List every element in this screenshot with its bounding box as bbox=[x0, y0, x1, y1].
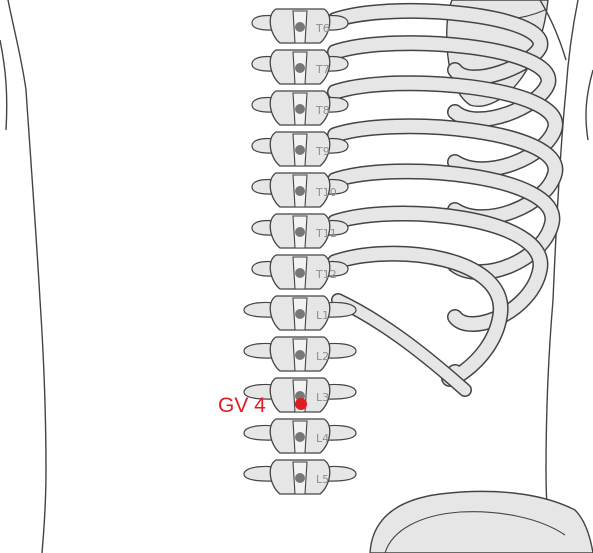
vertebra-label: T7 bbox=[315, 63, 330, 76]
vertebra-marker bbox=[295, 145, 305, 155]
vertebra-marker bbox=[295, 350, 305, 360]
vertebra-marker bbox=[295, 22, 305, 32]
vertebra-l5: L5 bbox=[244, 460, 356, 494]
vertebra-marker bbox=[295, 268, 305, 278]
vertebra-label: T9 bbox=[315, 145, 330, 158]
vertebra-label: L4 bbox=[316, 432, 329, 445]
vertebra-l4: L4 bbox=[244, 419, 356, 453]
vertebra-label: T11 bbox=[315, 227, 337, 240]
vertebra-l2: L2 bbox=[244, 337, 356, 371]
floating-rib bbox=[338, 300, 465, 390]
iliac-crest bbox=[370, 491, 593, 553]
vertebra-marker bbox=[295, 186, 305, 196]
vertebra-marker bbox=[295, 309, 305, 319]
vertebra-label: L5 bbox=[316, 473, 329, 486]
vertebra-label: L1 bbox=[316, 309, 329, 322]
vertebra-label: L2 bbox=[316, 350, 329, 363]
vertebra-label: T12 bbox=[315, 268, 337, 281]
rib-cage bbox=[335, 11, 555, 390]
vertebra-marker bbox=[295, 227, 305, 237]
left-arm-outline bbox=[0, 40, 7, 130]
vertebra-marker bbox=[295, 104, 305, 114]
right-arm-outline bbox=[586, 70, 593, 140]
vertebra-label: T8 bbox=[315, 104, 330, 117]
vertebra-marker bbox=[295, 432, 305, 442]
acupoint-label: GV 4 bbox=[218, 394, 266, 417]
vertebra-label: T6 bbox=[315, 22, 330, 35]
vertebra-marker bbox=[295, 473, 305, 483]
vertebra-label: T10 bbox=[315, 186, 337, 199]
left-torso-outline bbox=[8, 0, 46, 553]
pelvis bbox=[370, 491, 593, 553]
vertebra-label: L3 bbox=[316, 391, 329, 404]
vertebra-marker bbox=[295, 63, 305, 73]
acupoint-marker[interactable] bbox=[295, 398, 307, 410]
